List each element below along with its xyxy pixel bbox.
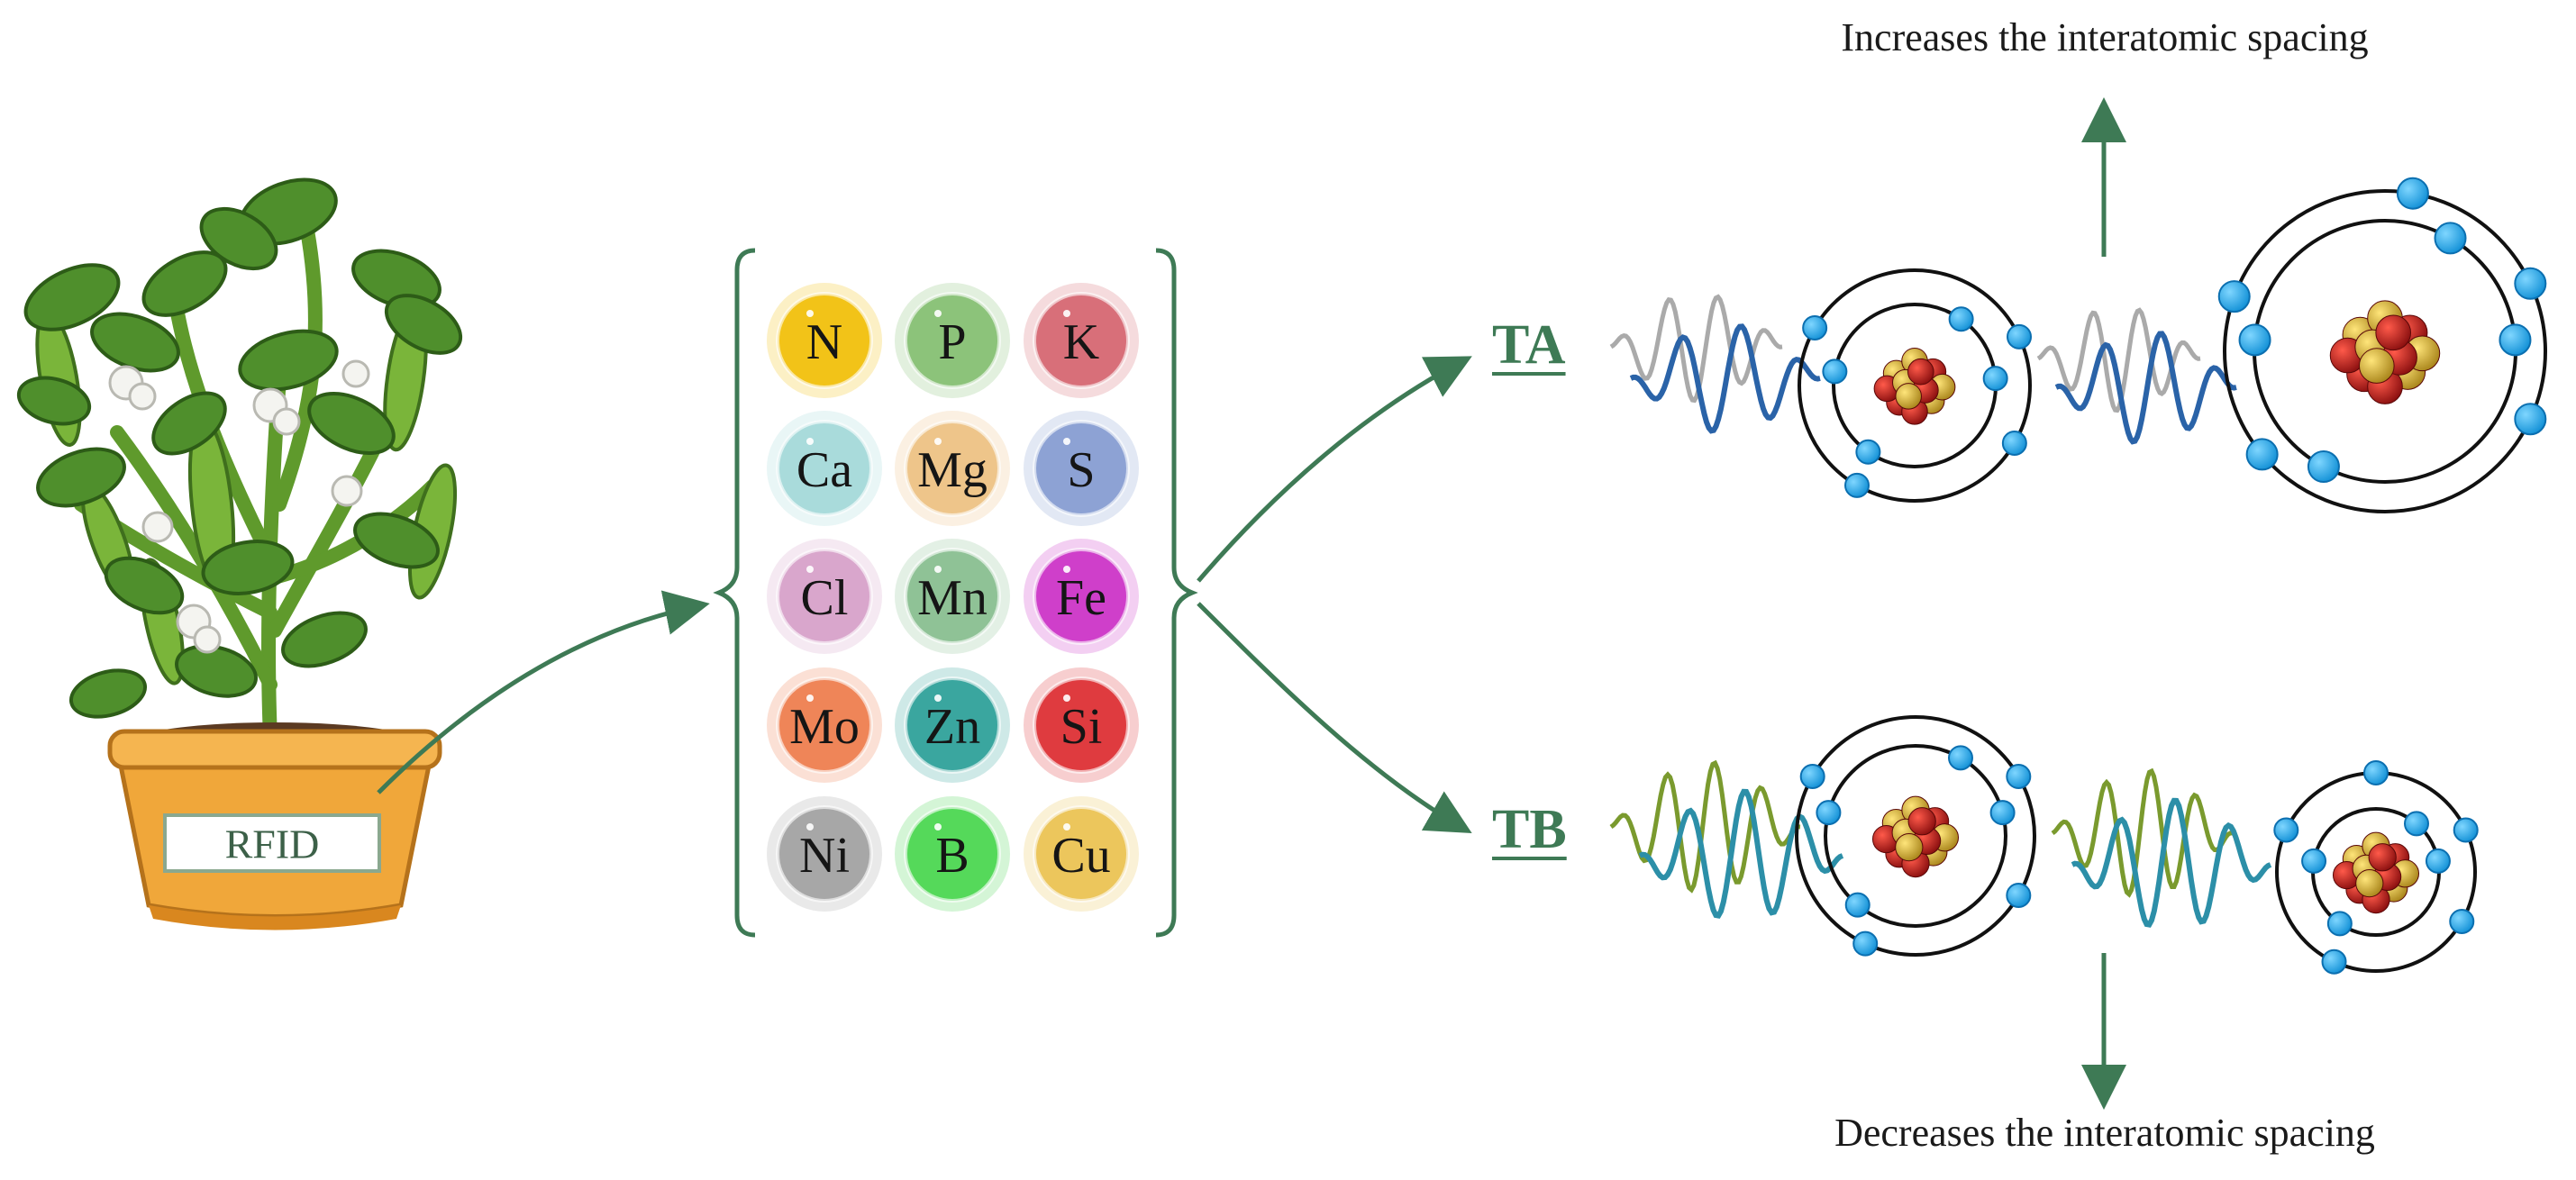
element-symbol: N: [806, 314, 842, 370]
right-brace: [1155, 248, 1198, 938]
element-cu-bubble: Cu: [1024, 796, 1139, 912]
element-symbol: Zn: [924, 699, 980, 755]
plant-stems: [74, 218, 440, 746]
rfid-label: RFID: [224, 821, 320, 867]
element-symbol: Ca: [796, 442, 852, 498]
element-mg-bubble: Mg: [895, 411, 1010, 526]
element-symbol: B: [935, 828, 969, 884]
arrow-plant-to-nutrients: [377, 590, 710, 794]
element-fe-bubble: Fe: [1024, 539, 1139, 654]
element-ni-bubble: Ni: [767, 796, 882, 912]
atom-ta-normal: [1798, 268, 2033, 503]
tb-wave-1: [1609, 759, 1844, 919]
arrow-to-tb: [1197, 602, 1472, 833]
element-symbol: Mo: [789, 699, 860, 755]
element-si-bubble: Si: [1024, 667, 1139, 783]
decrease-caption: Decreases the interatomic spacing: [1834, 1111, 2375, 1155]
rfid-tag: [163, 813, 381, 873]
element-symbol: Mn: [917, 570, 988, 626]
element-symbol: K: [1063, 314, 1099, 370]
element-symbol: Ni: [799, 828, 850, 884]
element-symbol: Cu: [1051, 828, 1110, 884]
white-flowers: [108, 359, 370, 654]
element-symbol: Fe: [1056, 570, 1106, 626]
element-ca-bubble: Ca: [767, 411, 882, 526]
left-brace: [713, 248, 756, 938]
element-symbol: P: [938, 314, 966, 370]
element-b-bubble: B: [895, 796, 1010, 912]
element-p-bubble: P: [895, 283, 1010, 398]
ta-label: TA: [1492, 314, 1566, 376]
element-symbol: S: [1067, 442, 1095, 498]
element-symbol: Mg: [917, 442, 988, 498]
element-n-bubble: N: [767, 283, 882, 398]
tb-label: TB: [1492, 799, 1567, 860]
element-mo-bubble: Mo: [767, 667, 882, 783]
element-symbol: Si: [1060, 699, 1103, 755]
element-symbol: Cl: [801, 570, 849, 626]
increase-caption: Increases the interatomic spacing: [1841, 15, 2369, 59]
element-mn-bubble: Mn: [895, 539, 1010, 654]
element-s-bubble: S: [1024, 411, 1139, 526]
plant-leaves: [16, 177, 463, 719]
element-cl-bubble: Cl: [767, 539, 882, 654]
atom-ta-expanded: [2217, 177, 2547, 513]
ta-wave-2: [2036, 307, 2237, 445]
tb-wave-2: [2051, 767, 2272, 928]
ta-wave-1: [1609, 294, 1821, 434]
element-k-bubble: K: [1024, 283, 1139, 398]
plant-pot-illustration: [16, 177, 463, 930]
element-zn-bubble: Zn: [895, 667, 1010, 783]
atom-tb-compressed: [2273, 760, 2479, 975]
pot-rim: [107, 729, 442, 770]
atom-tb-normal: [1795, 715, 2036, 957]
atom-models: [1795, 177, 2547, 975]
arrow-to-ta: [1197, 356, 1472, 583]
